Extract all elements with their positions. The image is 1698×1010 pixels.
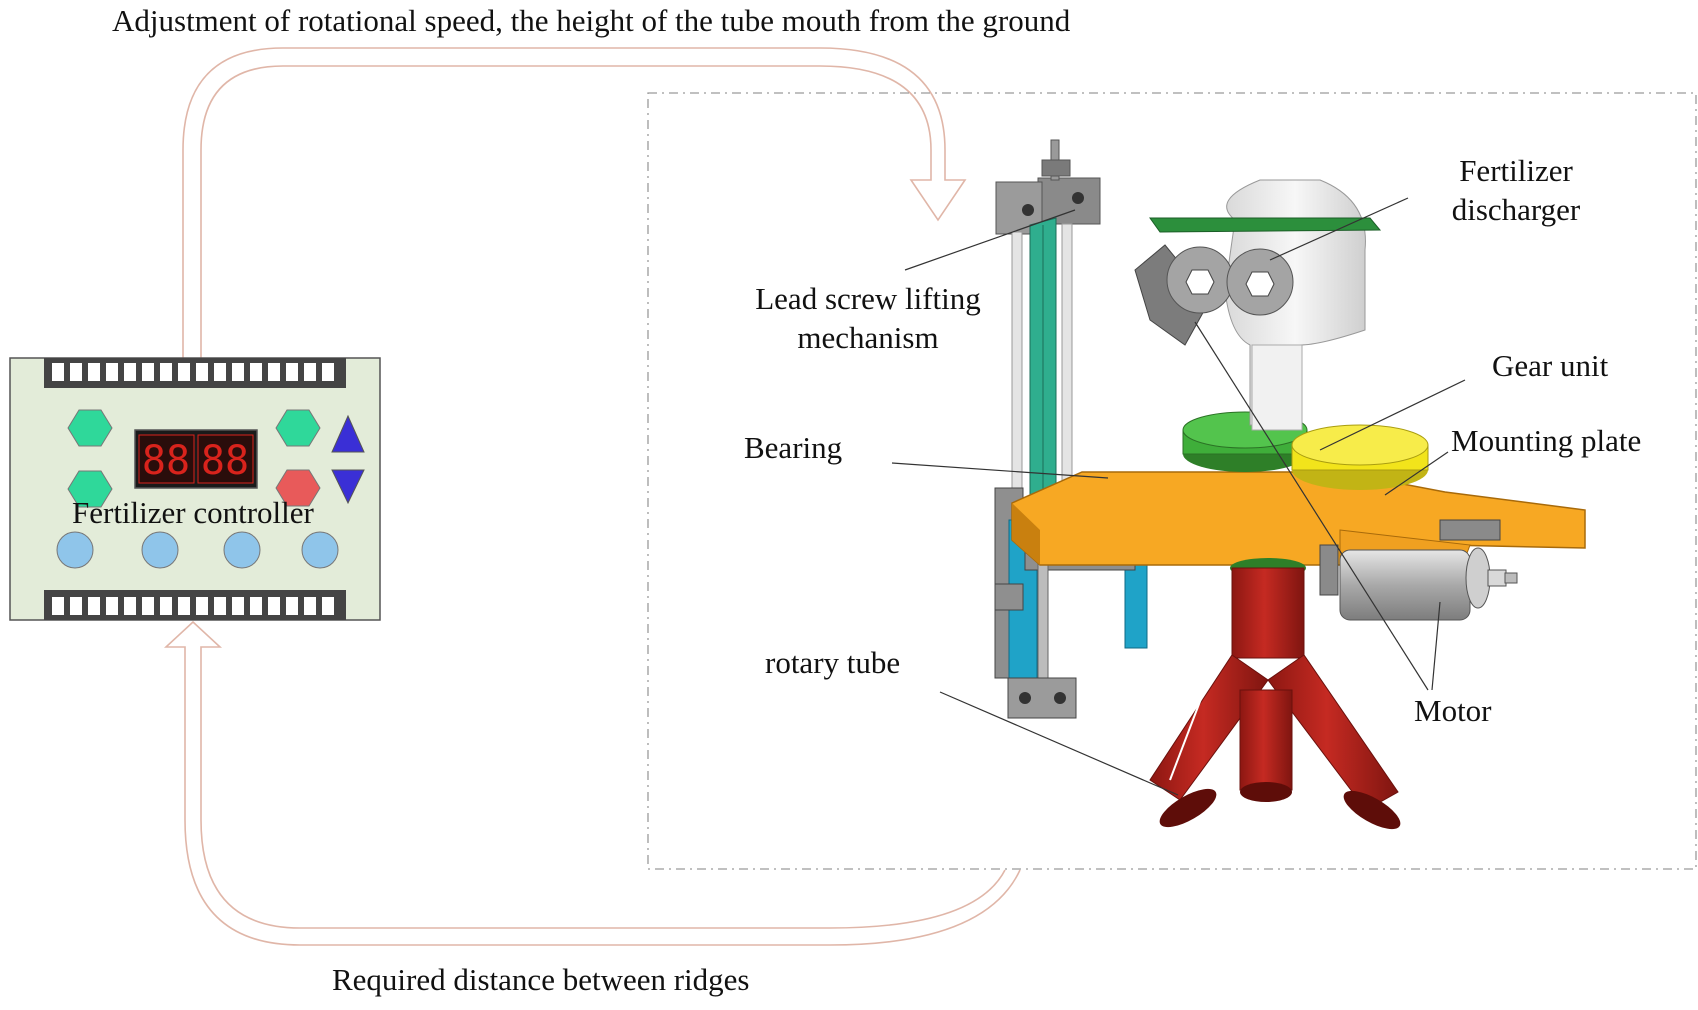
bottom-terminals: [52, 597, 334, 615]
label-lead-screw-line2: mechanism: [797, 319, 939, 355]
round-button-3[interactable]: [223, 531, 261, 569]
label-fertilizer-discharger-line1: Fertilizer: [1459, 153, 1573, 188]
hex-button-green-1[interactable]: [67, 409, 113, 447]
label-bearing: Bearing: [744, 430, 843, 465]
label-mounting-plate: Mounting plate: [1451, 423, 1642, 458]
leader-fertilizer-discharger: [1269, 197, 1409, 261]
label-lead-screw: Lead screw lifting mechanism: [738, 280, 998, 358]
caption-top: Adjustment of rotational speed, the heig…: [112, 3, 1071, 38]
round-button-2[interactable]: [141, 531, 179, 569]
leader-motor-2: [1431, 601, 1441, 691]
hex-button-green-2[interactable]: [67, 470, 113, 508]
display-digits-right: 88: [201, 438, 249, 484]
controller-body: [9, 357, 381, 621]
label-gear-unit: Gear unit: [1492, 348, 1609, 383]
label-fertilizer-discharger-line2: discharger: [1451, 191, 1581, 227]
label-rotary-tube: rotary tube: [765, 645, 901, 680]
label-lead-screw-line1: Lead screw lifting: [755, 281, 981, 316]
leader-motor-1: [1194, 321, 1429, 691]
gear-unit: [1182, 411, 1429, 490]
leader-lines: [891, 197, 1466, 796]
lead-screw-mechanism: [995, 139, 1101, 503]
controller-label: Fertilizer controller: [72, 495, 314, 530]
machine-illustration: [994, 139, 1586, 830]
top-terminals: [52, 363, 334, 381]
display-digits-left: 88: [142, 438, 190, 484]
hex-button-red[interactable]: [275, 469, 321, 507]
digital-display: 88 88: [134, 429, 258, 489]
label-motor: Motor: [1414, 693, 1492, 728]
mounting-plate: [1011, 471, 1586, 573]
hex-button-green-3[interactable]: [275, 409, 321, 447]
motor: [1319, 544, 1518, 621]
machine-boundary: [647, 92, 1697, 870]
top-feedback-arrow: [182, 47, 967, 358]
caption-bottom: Required distance between ridges: [332, 962, 750, 997]
leader-gear-unit: [1319, 379, 1466, 451]
fertilizer-discharger: [1134, 179, 1382, 431]
leader-mounting-plate: [1384, 451, 1449, 496]
leader-bearing: [891, 462, 1109, 479]
round-button-1[interactable]: [56, 531, 94, 569]
leader-rotary-tube: [939, 691, 1179, 796]
down-arrow-button[interactable]: [331, 469, 365, 505]
up-arrow-button[interactable]: [331, 414, 365, 453]
label-fertilizer-discharger: Fertilizer discharger: [1436, 152, 1596, 230]
leader-lead-screw: [904, 209, 1076, 271]
fertilizer-controller: 88 88: [9, 357, 381, 621]
bottom-feedback-arrow: [163, 620, 1021, 946]
round-button-4[interactable]: [301, 531, 339, 569]
rotary-tube: [1149, 558, 1401, 830]
